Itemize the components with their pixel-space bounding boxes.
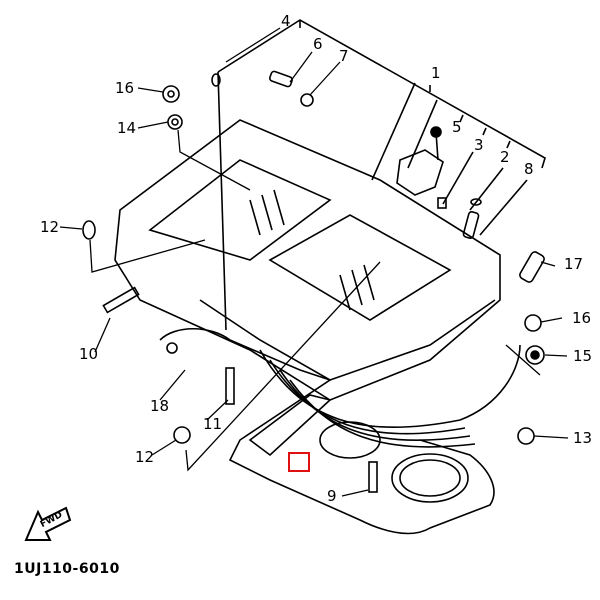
- callout-16-top: 16: [115, 79, 135, 97]
- callout-15: 15: [573, 347, 593, 365]
- callout-16-right: 16: [572, 309, 592, 327]
- callout-17: 17: [564, 255, 584, 273]
- callout-11: 11: [203, 415, 223, 433]
- callout-4: 4: [281, 12, 291, 30]
- callout-18: 18: [150, 397, 170, 415]
- fasteners-right: [517, 314, 545, 445]
- callout-2: 2: [500, 148, 510, 166]
- callout-3: 3: [474, 136, 484, 154]
- grouping-bracket: [217, 19, 546, 331]
- fasteners-left: [82, 85, 378, 493]
- part-code: 1UJ110-6010: [14, 561, 120, 577]
- valve-parts: [211, 70, 545, 283]
- cylinder-head-body: [114, 119, 521, 448]
- callout-5: 5: [452, 118, 462, 136]
- callout-12-left: 12: [40, 218, 60, 236]
- callout-7: 7: [339, 47, 349, 65]
- front-arrow-icon: [24, 506, 72, 541]
- callout-10: 10: [79, 345, 99, 363]
- callout-14: 14: [117, 119, 137, 137]
- leader-lines: [59, 27, 569, 497]
- callout-8: 8: [524, 160, 534, 178]
- callout-12-bottom: 12: [135, 448, 155, 466]
- callout-6: 6: [313, 35, 323, 53]
- callout-9: 9: [327, 487, 337, 505]
- callout-13: 13: [573, 429, 593, 447]
- highlight-box: [288, 452, 310, 472]
- callout-1: 1: [431, 64, 441, 82]
- head-gasket: [159, 327, 495, 535]
